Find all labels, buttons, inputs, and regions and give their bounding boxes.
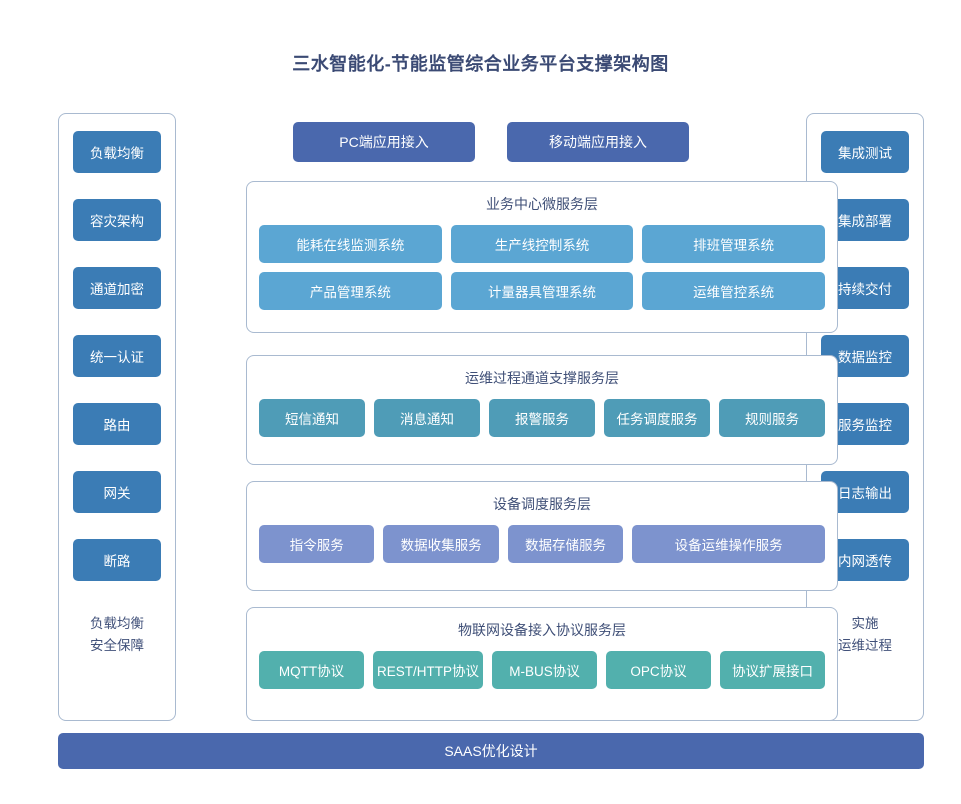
chip-data-collection-service[interactable]: 数据收集服务 (383, 525, 499, 563)
application-access-row: PC端应用接入 移动端应用接入 (192, 122, 790, 162)
layer-business-microservices: 业务中心微服务层 能耗在线监测系统 生产线控制系统 排班管理系统 产品管理系统 … (246, 181, 838, 333)
access-button-mobile[interactable]: 移动端应用接入 (507, 122, 689, 162)
left-item-gateway[interactable]: 网关 (73, 471, 161, 513)
left-item-load-balance[interactable]: 负载均衡 (73, 131, 161, 173)
chip-data-storage-service[interactable]: 数据存储服务 (507, 525, 624, 563)
chip-sms-notification[interactable]: 短信通知 (259, 399, 365, 437)
chip-command-service[interactable]: 指令服务 (259, 525, 375, 563)
right-item-integration-test[interactable]: 集成测试 (821, 131, 909, 173)
center-stack: PC端应用接入 移动端应用接入 业务中心微服务层 能耗在线监测系统 生产线控制系… (192, 113, 838, 721)
chip-opc-protocol[interactable]: OPC协议 (606, 651, 712, 689)
saas-optimization-bar[interactable]: SAAS优化设计 (58, 733, 924, 769)
layer-business-row-1: 能耗在线监测系统 生产线控制系统 排班管理系统 (259, 225, 826, 263)
right-column-footer-line2: 运维过程 (838, 638, 892, 653)
chip-energy-online-monitoring[interactable]: 能耗在线监测系统 (259, 225, 442, 263)
chip-device-ops-operation-service[interactable]: 设备运维操作服务 (632, 525, 826, 563)
left-column-footer: 负载均衡 安全保障 (90, 613, 144, 657)
layer-iot-row-1: MQTT协议 REST/HTTP协议 M-BUS协议 OPC协议 协议扩展接口 (259, 651, 826, 689)
chip-product-management[interactable]: 产品管理系统 (259, 272, 442, 310)
diagram-board: 负载均衡 容灾架构 通道加密 统一认证 路由 网关 断路 负载均衡 安全保障 集… (58, 113, 924, 723)
layer-ops-title: 运维过程通道支撑服务层 (465, 370, 619, 386)
chip-protocol-extension-interface[interactable]: 协议扩展接口 (720, 651, 826, 689)
layer-device-scheduling: 设备调度服务层 指令服务 数据收集服务 数据存储服务 设备运维操作服务 (246, 481, 838, 591)
layer-device-title: 设备调度服务层 (493, 496, 591, 512)
left-support-column: 负载均衡 容灾架构 通道加密 统一认证 路由 网关 断路 负载均衡 安全保障 (58, 113, 176, 721)
left-column-footer-line1: 负载均衡 (90, 616, 144, 631)
chip-mbus-protocol[interactable]: M-BUS协议 (492, 651, 598, 689)
left-column-footer-line2: 安全保障 (90, 638, 144, 653)
left-item-unified-auth[interactable]: 统一认证 (73, 335, 161, 377)
chip-metering-device-management[interactable]: 计量器具管理系统 (450, 272, 634, 310)
chip-rest-http-protocol[interactable]: REST/HTTP协议 (373, 651, 484, 689)
layer-ops-channel-support: 运维过程通道支撑服务层 短信通知 消息通知 报警服务 任务调度服务 规则服务 (246, 355, 838, 465)
left-item-channel-encryption[interactable]: 通道加密 (73, 267, 161, 309)
left-item-routing[interactable]: 路由 (73, 403, 161, 445)
layer-business-title: 业务中心微服务层 (486, 196, 598, 212)
chip-task-scheduling-service[interactable]: 任务调度服务 (604, 399, 710, 437)
chip-shift-management[interactable]: 排班管理系统 (642, 225, 826, 263)
right-item-data-monitoring[interactable]: 数据监控 (821, 335, 909, 377)
layer-iot-protocol-access: 物联网设备接入协议服务层 MQTT协议 REST/HTTP协议 M-BUS协议 … (246, 607, 838, 721)
chip-message-notification[interactable]: 消息通知 (374, 399, 480, 437)
chip-production-line-control[interactable]: 生产线控制系统 (450, 225, 634, 263)
left-item-circuit-breaker[interactable]: 断路 (73, 539, 161, 581)
layer-device-row-1: 指令服务 数据收集服务 数据存储服务 设备运维操作服务 (259, 525, 826, 563)
right-column-footer: 实施 运维过程 (838, 613, 892, 657)
chip-ops-control[interactable]: 运维管控系统 (642, 272, 826, 310)
access-button-pc[interactable]: PC端应用接入 (293, 122, 475, 162)
layer-business-row-2: 产品管理系统 计量器具管理系统 运维管控系统 (259, 272, 826, 310)
left-item-disaster-recovery[interactable]: 容灾架构 (73, 199, 161, 241)
layer-ops-row-1: 短信通知 消息通知 报警服务 任务调度服务 规则服务 (259, 399, 825, 437)
chip-alarm-service[interactable]: 报警服务 (489, 399, 595, 437)
layer-iot-title: 物联网设备接入协议服务层 (458, 622, 626, 638)
chip-mqtt-protocol[interactable]: MQTT协议 (259, 651, 364, 689)
page-title: 三水智能化-节能监管综合业务平台支撑架构图 (292, 54, 669, 74)
right-column-footer-line1: 实施 (851, 616, 879, 631)
chip-rule-service[interactable]: 规则服务 (719, 399, 825, 437)
